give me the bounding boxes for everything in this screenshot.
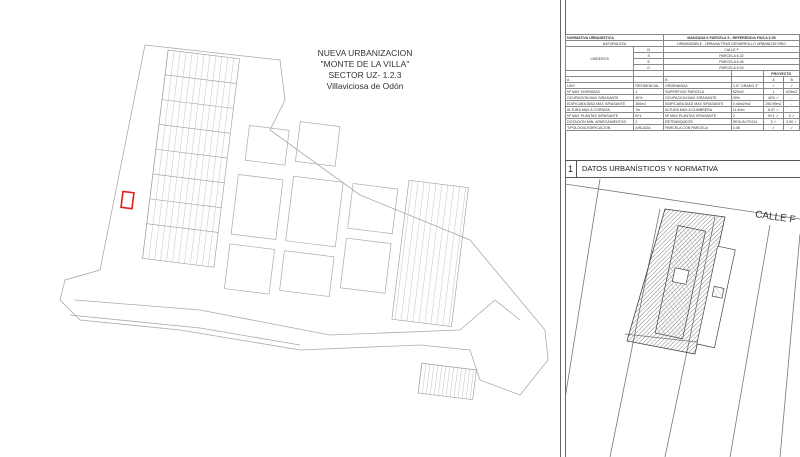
section-header: 1 DATOS URBANÍSTICOS Y NORMATIVA [565,160,800,178]
title-line: NUEVA URBANIZACION [317,48,413,58]
cell: 4.08 [730,124,764,131]
cell: TIPOLOGIA EDIFICACION [564,124,635,131]
highlighted-parcel[interactable] [120,190,135,210]
plan-title: NUEVA URBANIZACION "MONTE DE LA VILLA" S… [300,48,430,92]
parcel-detail-drawing [565,179,800,457]
title-line: Villaviciosa de Odón [326,81,404,91]
sheet-divider [560,0,561,457]
cell: ✓ [762,124,785,131]
section-number: 1 [565,161,577,177]
cell: ✓ [783,124,800,131]
section-title: DATOS URBANÍSTICOS Y NORMATIVA [582,164,718,173]
title-line: SECTOR UZ- 1.2.3 [328,70,402,80]
cell: AISLADA [633,124,665,131]
cell: LINDEROS [564,46,635,71]
title-line: "MONTE DE LA VILLA" [320,59,410,69]
sheet-divider [565,0,566,457]
site-plan [59,44,549,401]
cell: PARCELA CON PARCELA [663,124,732,131]
